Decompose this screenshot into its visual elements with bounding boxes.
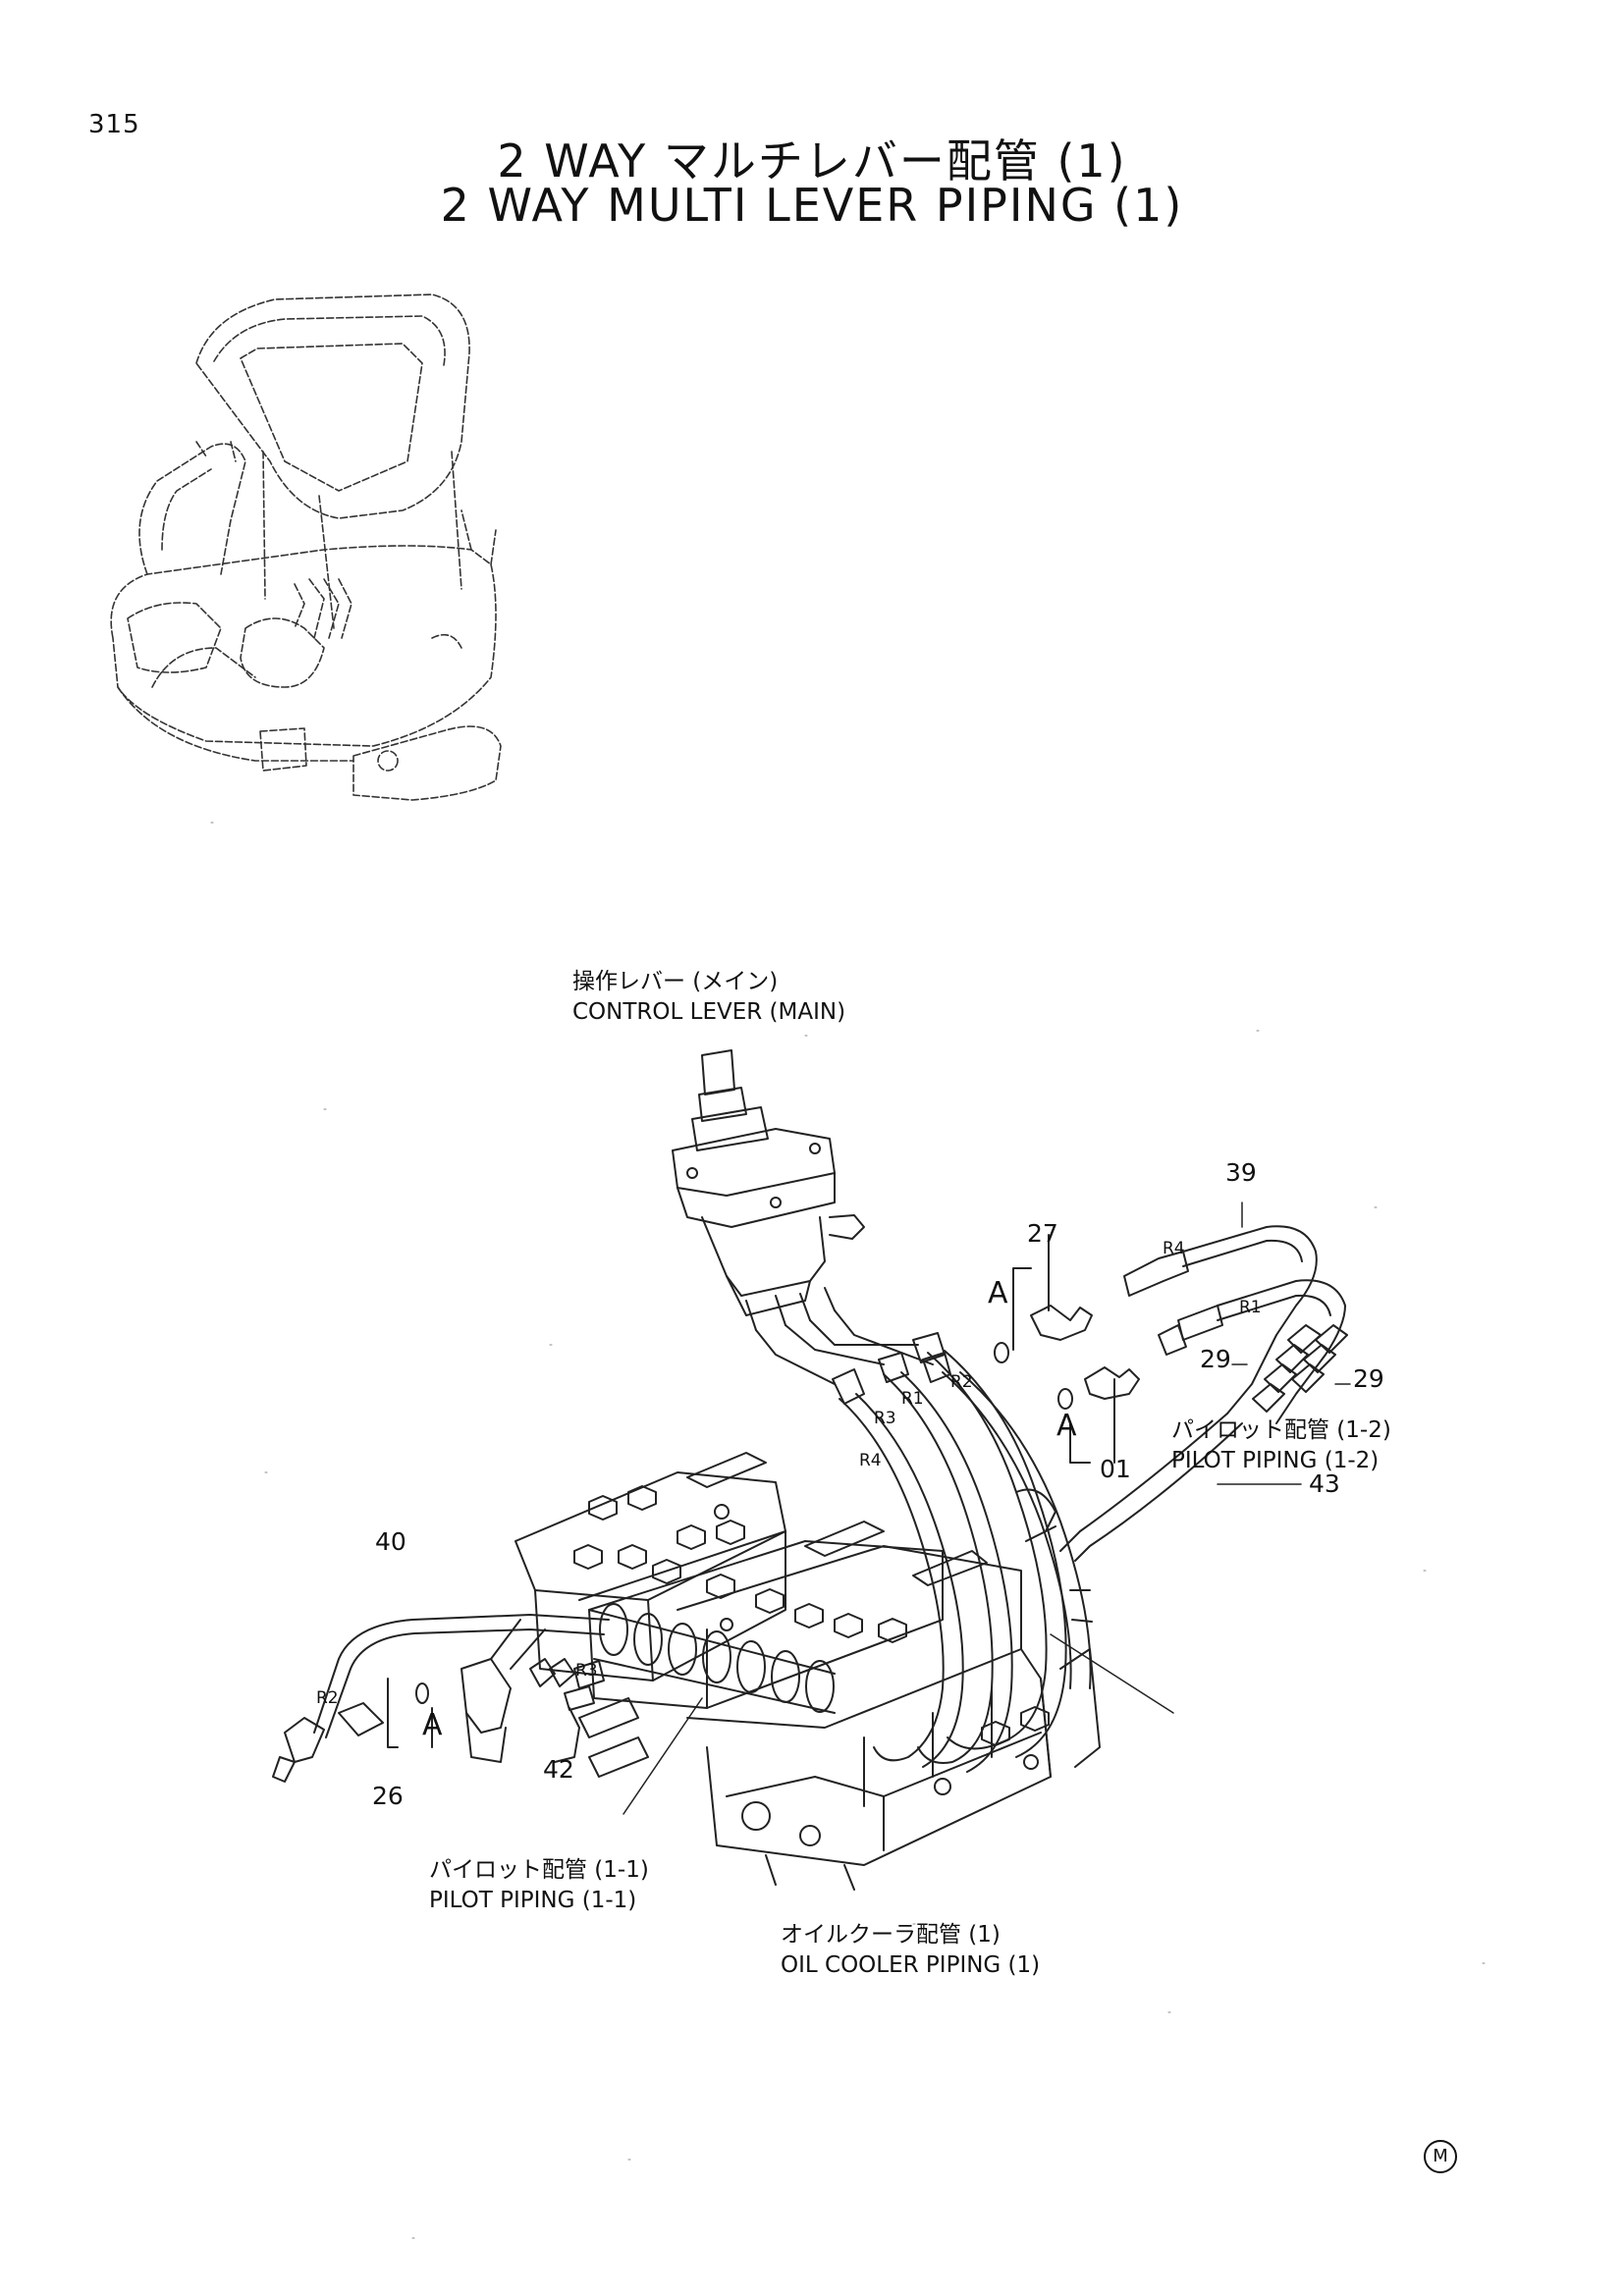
hose-40-assembly	[272, 1614, 610, 1783]
scan-specks	[210, 822, 1486, 2239]
pilot-piping-1-2-label-jp: パイロット配管 (1-2)	[1171, 1417, 1391, 1443]
callout-43: 43	[1309, 1469, 1340, 1498]
callout-01: 01	[1100, 1455, 1131, 1483]
port-label-r3-valve: R3	[575, 1661, 598, 1681]
hose-coil-bundle	[588, 1603, 836, 1714]
page-number: 315	[88, 110, 140, 139]
control-lever-label: 操作レバー (メイン) CONTROL LEVER (MAIN)	[572, 967, 845, 1028]
pilot-piping-1-1-label: パイロット配管 (1-1) PILOT PIPING (1-1)	[429, 1855, 649, 1916]
valve-bolts	[573, 1485, 1050, 1746]
control-lever-label-jp: 操作レバー (メイン)	[572, 969, 779, 994]
port-label-r2-hose40: R2	[316, 1688, 339, 1708]
hose-39-assembly	[1059, 1225, 1348, 1562]
pilot-piping-1-1-label-en: PILOT PIPING (1-1)	[429, 1888, 637, 1914]
oil-cooler-piping-label: オイルクーラ配管 (1) OIL COOLER PIPING (1)	[781, 1920, 1040, 1981]
port-label-r4-hose39: R4	[1163, 1239, 1185, 1258]
manufacturer-mark: M	[1424, 2140, 1457, 2173]
hose-fittings	[832, 1332, 951, 1405]
control-valve-block	[514, 1452, 1101, 1891]
oil-cooler-piping-label-jp: オイルクーラ配管 (1)	[781, 1922, 1001, 1948]
machine-cab-illustration	[110, 294, 502, 801]
oil-cooler-piping-label-en: OIL COOLER PIPING (1)	[781, 1952, 1041, 1979]
port-label-r3-lever: R3	[874, 1409, 896, 1428]
pilot-piping-1-1-label-jp: パイロット配管 (1-1)	[429, 1857, 649, 1883]
callout-29-right: 29	[1353, 1364, 1384, 1393]
section-mark-a-26: A	[422, 1708, 443, 1742]
callout-27: 27	[1027, 1219, 1058, 1248]
leader-lines	[623, 1201, 1351, 1815]
callout-26: 26	[372, 1782, 404, 1810]
port-label-r1-lever: R1	[901, 1389, 924, 1409]
pilot-hoses	[755, 1309, 1093, 1773]
port-label-r1-hose29: R1	[1239, 1298, 1262, 1317]
port-label-r2-lever: R2	[950, 1372, 973, 1392]
section-mark-a-01: A	[1056, 1409, 1077, 1443]
page-title-en: 2 WAY MULTI LEVER PIPING (1)	[440, 179, 1184, 232]
callout-39: 39	[1225, 1158, 1257, 1187]
pilot-piping-1-2-label: パイロット配管 (1-2) PILOT PIPING (1-2)	[1171, 1415, 1391, 1476]
callout-42: 42	[543, 1755, 574, 1784]
page-title-jp: 2 WAY マルチレバー配管 (1)	[497, 134, 1127, 187]
control-lever-label-en: CONTROL LEVER (MAIN)	[572, 999, 846, 1026]
adapter-fittings	[994, 1234, 1140, 1464]
callout-40: 40	[375, 1527, 406, 1556]
callout-29-left: 29	[1200, 1345, 1231, 1373]
control-lever-valve	[672, 1049, 865, 1331]
port-label-r4-lever: R4	[859, 1451, 882, 1470]
section-mark-a-27: A	[988, 1276, 1008, 1310]
pilot-piping-1-2-label-en: PILOT PIPING (1-2)	[1171, 1448, 1380, 1474]
